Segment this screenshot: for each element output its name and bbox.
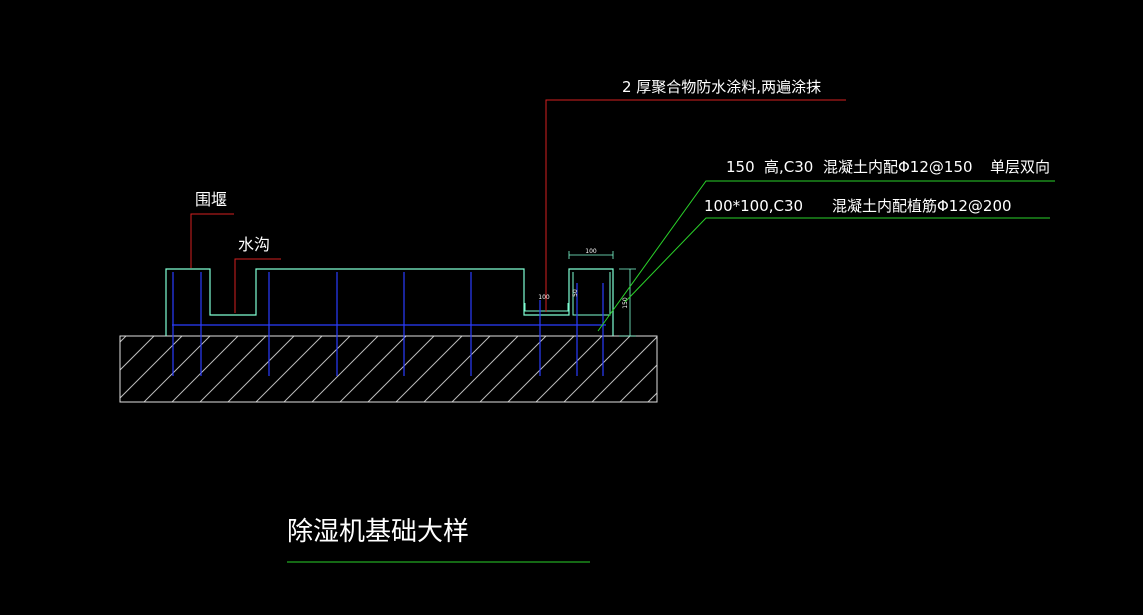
hatch-line [171,336,239,402]
hatch-line [339,336,407,402]
hatch-line [395,336,463,402]
ground-slab [119,335,770,403]
label-curb-size: 100*100,C30 [704,197,803,215]
ground-hatch [120,336,770,402]
rebar-vertical-group [172,272,604,376]
hatch-line [647,392,657,402]
hatch-line [423,336,491,402]
foundation-outline [165,268,614,336]
label-slab-height: 150 [726,158,755,176]
dim-curb-width: 100 [585,248,597,255]
label-slab-layer: 单层双向 [990,158,1050,176]
hatch-line [535,336,603,402]
hatch-line [704,336,770,402]
dim-gutter-width: 100 [538,294,550,301]
hatch-line [591,336,657,402]
drawing-title: 除湿机基础大样 [287,517,469,547]
label-weir: 围堰 [195,190,227,209]
hatch-line [199,336,267,402]
red-leaders [190,99,846,313]
hatch-line [283,336,351,402]
label-curb-rebar: 混凝土内配植筋Φ12@200 [832,197,1012,215]
dimension-marks: 100 100 50 150 [538,248,636,337]
hatch-line [451,336,519,402]
hatch-line [619,364,657,402]
hatch-line [507,336,575,402]
hatch-line [120,336,155,371]
hatch-line [255,336,323,402]
hatch-line [120,336,183,399]
label-slab-rebar: 混凝土内配Φ12@150 [823,158,973,176]
label-waterproof: 2 厚聚合物防水涂料,两遍涂抹 [622,78,821,96]
label-gutter: 水沟 [238,235,270,254]
hatch-line [563,336,631,402]
hatch-line [311,336,379,402]
hatch-line [120,336,127,343]
label-slab-spec: 高,C30 [764,158,813,176]
dim-curb-height: 150 [622,297,629,309]
hatch-line [479,336,547,402]
green-leaders [597,180,1055,332]
dim-gutter-depth: 50 [572,289,579,297]
hatch-line [367,336,435,402]
hatch-line [143,336,211,402]
hatch-line [227,336,295,402]
hatch-line [676,336,742,402]
